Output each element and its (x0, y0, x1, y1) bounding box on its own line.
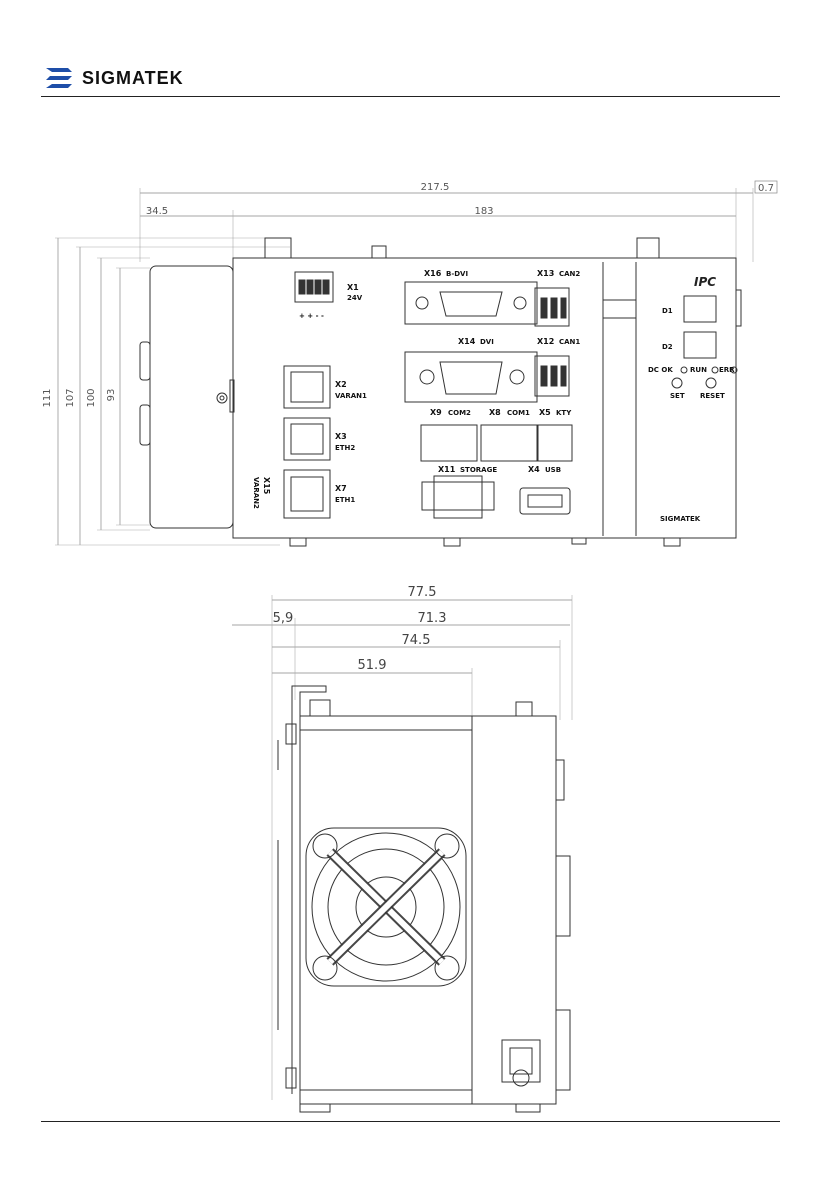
x16-label: B-DVI (446, 270, 468, 278)
side-view-labels: 77.5 5,9 71.3 74.5 51.9 (273, 585, 447, 673)
dim-100: 100 (86, 388, 97, 407)
x13-id: X13 (537, 269, 554, 278)
x13-label: CAN2 (559, 270, 580, 278)
x1-pins: + + - - (299, 312, 324, 320)
x9-com2-connector (421, 425, 477, 461)
front-view-drawing (55, 181, 777, 546)
device-body-front (233, 258, 736, 538)
x4-id: X4 (528, 465, 540, 474)
x9-id: X9 (430, 408, 442, 417)
dim-34-5: 34.5 (146, 206, 168, 217)
dim-183: 183 (474, 206, 493, 217)
mounting-bracket (292, 686, 326, 1094)
side-knob (513, 1070, 529, 1086)
dim-217: 217.5 (421, 182, 450, 193)
dim-5-9: 5,9 (273, 611, 294, 626)
x3-id: X3 (335, 432, 347, 441)
x8-com1-connector (481, 425, 537, 461)
panel-brand: SIGMATEK (660, 515, 701, 523)
dim-77-5: 77.5 (408, 585, 437, 600)
x7-id: X7 (335, 484, 347, 493)
x8-id: X8 (489, 408, 501, 417)
dim-111: 111 (42, 388, 53, 407)
x3-label: ETH2 (335, 444, 355, 452)
x11-label: STORAGE (460, 466, 497, 474)
x4-label: USB (545, 466, 561, 474)
set-button[interactable] (672, 378, 682, 388)
cooling-fan-icon (306, 828, 466, 986)
d2-label: D2 (662, 343, 673, 351)
err-label: ERR (719, 366, 735, 374)
dim-107: 107 (65, 388, 76, 407)
dim-74-5: 74.5 (402, 633, 431, 648)
side-usb-port (502, 1040, 540, 1082)
x5-label: KTY (556, 409, 572, 417)
dim-93: 93 (106, 389, 117, 402)
led-dcok-icon (681, 367, 687, 373)
display-d2 (684, 332, 716, 358)
x9-label: COM2 (448, 409, 471, 417)
x11-id: X11 (438, 465, 456, 474)
x12-label: CAN1 (559, 338, 580, 346)
device-body-side (300, 716, 556, 1104)
x8-label: COM1 (507, 409, 530, 417)
set-label: SET (670, 392, 685, 400)
x5-kty-connector (538, 425, 572, 461)
x11-storage-connector (422, 482, 494, 510)
x15-id: X15 (262, 477, 271, 495)
dim-51-9: 51.9 (358, 658, 387, 673)
led-run-icon (712, 367, 718, 373)
reset-button[interactable] (706, 378, 716, 388)
run-label: RUN (690, 366, 707, 374)
reset-label: RESET (700, 392, 725, 400)
x16-bdvi-connector (405, 282, 537, 324)
x16-id: X16 (424, 269, 442, 278)
dim-0-7: 0.7 (758, 183, 774, 194)
display-d1 (684, 296, 716, 322)
x12-id: X12 (537, 337, 554, 346)
d1-label: D1 (662, 307, 673, 315)
dcok-label: DC OK (648, 366, 673, 374)
x2-id: X2 (335, 380, 347, 389)
x1-id: X1 (347, 283, 359, 292)
x14-id: X14 (458, 337, 476, 346)
x7-label: ETH1 (335, 496, 355, 504)
footer-rule (41, 1121, 780, 1122)
x2-label: VARAN1 (335, 392, 367, 400)
x1-label: 24V (347, 294, 363, 302)
x14-label: DVI (480, 338, 494, 346)
dim-71-3: 71.3 (418, 611, 447, 626)
side-view-drawing (232, 595, 572, 1112)
x5-id: X5 (539, 408, 551, 417)
ipc-title: IPC (694, 275, 716, 289)
x15-label: VARAN2 (252, 477, 260, 509)
